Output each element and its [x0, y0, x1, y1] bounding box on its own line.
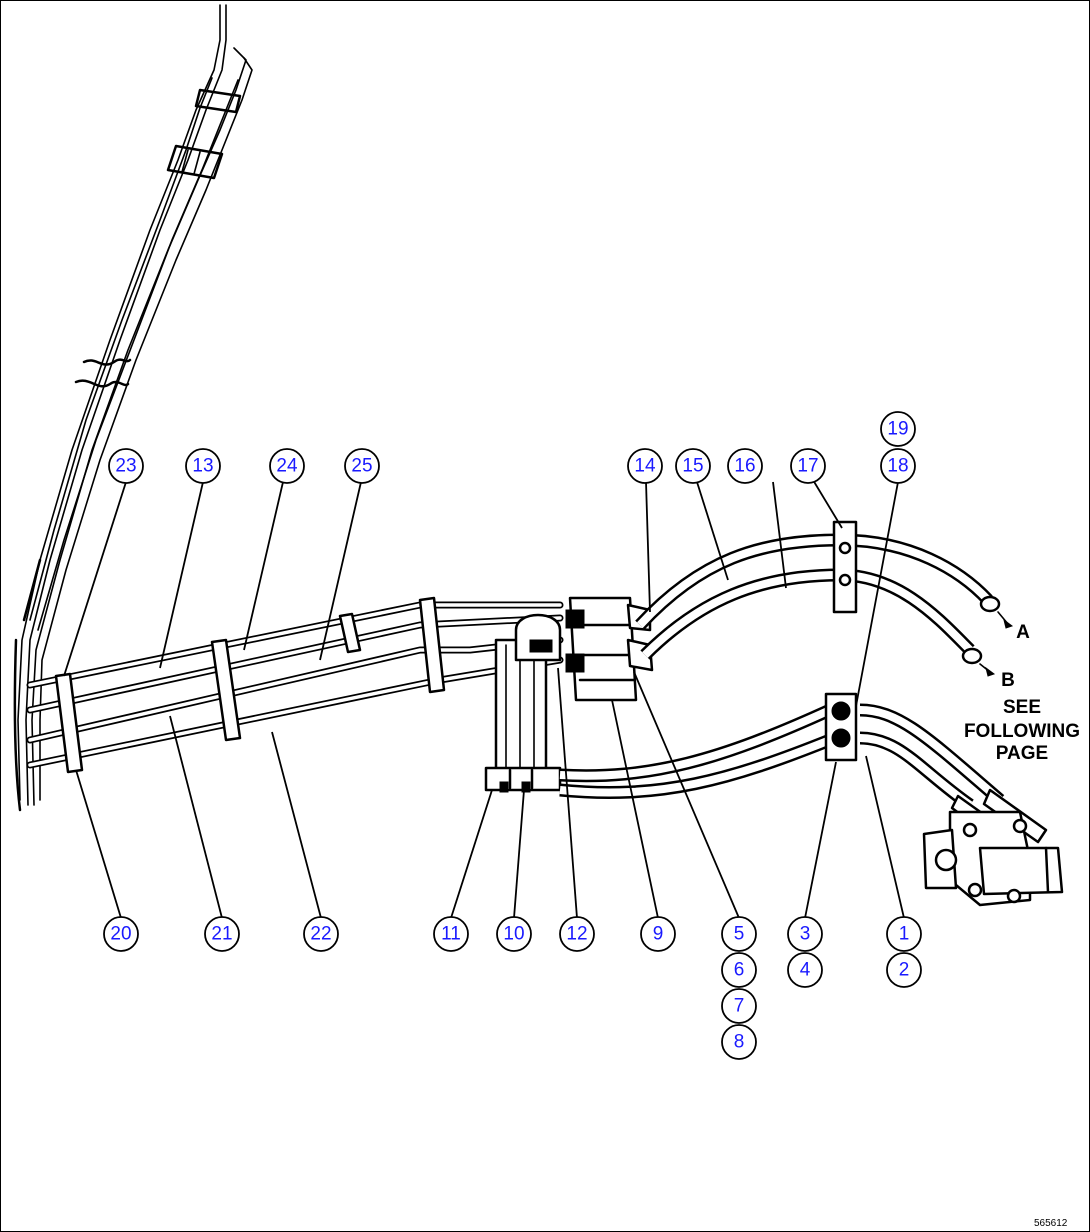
note-line-3: PAGE — [996, 743, 1048, 764]
svg-text:14: 14 — [634, 456, 656, 477]
callout-13: 13 — [185, 448, 221, 484]
svg-text:6: 6 — [734, 960, 745, 981]
svg-text:11: 11 — [441, 924, 461, 945]
callout-3: 3 — [787, 916, 823, 952]
figure-id: 565612 — [1034, 1218, 1068, 1229]
callout-10: 10 — [496, 916, 532, 952]
callout-5: 5 — [721, 916, 757, 952]
note-line-1: SEE — [1003, 697, 1041, 718]
svg-text:19: 19 — [887, 419, 908, 440]
callout-7: 7 — [721, 988, 757, 1024]
svg-text:25: 25 — [351, 456, 372, 477]
callout-14: 14 — [627, 448, 663, 484]
boom-tube-bundle — [13, 4, 253, 812]
svg-text:13: 13 — [192, 456, 213, 477]
svg-text:20: 20 — [110, 924, 131, 945]
svg-text:4: 4 — [800, 960, 811, 981]
callout-4: 4 — [787, 952, 823, 988]
svg-text:15: 15 — [682, 456, 703, 477]
hydraulic-motor — [922, 810, 1064, 907]
callout-6: 6 — [721, 952, 757, 988]
callout-25: 25 — [344, 448, 380, 484]
svg-text:22: 22 — [310, 924, 331, 945]
svg-text:1: 1 — [899, 924, 910, 945]
svg-text:9: 9 — [653, 924, 664, 945]
callout-16: 16 — [727, 448, 763, 484]
svg-text:21: 21 — [211, 924, 232, 945]
svg-text:5: 5 — [734, 924, 745, 945]
see-following-page-note: SEE FOLLOWING PAGE — [964, 697, 1080, 764]
callout-15: 15 — [675, 448, 711, 484]
svg-text:18: 18 — [887, 456, 908, 477]
callout-23: 23 — [108, 448, 144, 484]
callout-19: 19 — [880, 411, 916, 447]
svg-text:16: 16 — [734, 456, 755, 477]
callout-22: 22 — [303, 916, 339, 952]
svg-text:24: 24 — [276, 456, 298, 477]
hoses-a-b — [635, 520, 1014, 677]
callout-21: 21 — [204, 916, 240, 952]
svg-text:7: 7 — [734, 996, 745, 1017]
svg-text:10: 10 — [503, 924, 524, 945]
arm-tube-bundle — [26, 596, 564, 774]
connection-label-b: B — [1001, 670, 1015, 691]
leader-lines — [63, 479, 905, 919]
svg-text:8: 8 — [734, 1032, 745, 1053]
callout-18: 18 — [880, 448, 916, 484]
svg-text:3: 3 — [800, 924, 811, 945]
callout-9: 9 — [640, 916, 676, 952]
svg-text:2: 2 — [899, 960, 910, 981]
callout-1: 1 — [886, 916, 922, 952]
svg-text:17: 17 — [797, 456, 818, 477]
callout-2: 2 — [886, 952, 922, 988]
callout-8: 8 — [721, 1024, 757, 1060]
svg-text:23: 23 — [115, 456, 136, 477]
callout-20: 20 — [103, 916, 139, 952]
callout-12: 12 — [559, 916, 595, 952]
center-valve-block — [484, 596, 654, 793]
callout-17: 17 — [790, 448, 826, 484]
callouts: 23 13 24 25 14 15 16 17 19 18 20 21 22 1… — [103, 411, 922, 1060]
callout-24: 24 — [269, 448, 305, 484]
note-line-2: FOLLOWING — [964, 721, 1080, 742]
connection-label-a: A — [1016, 622, 1030, 643]
svg-text:12: 12 — [566, 924, 587, 945]
callout-11: 11 — [433, 916, 469, 952]
